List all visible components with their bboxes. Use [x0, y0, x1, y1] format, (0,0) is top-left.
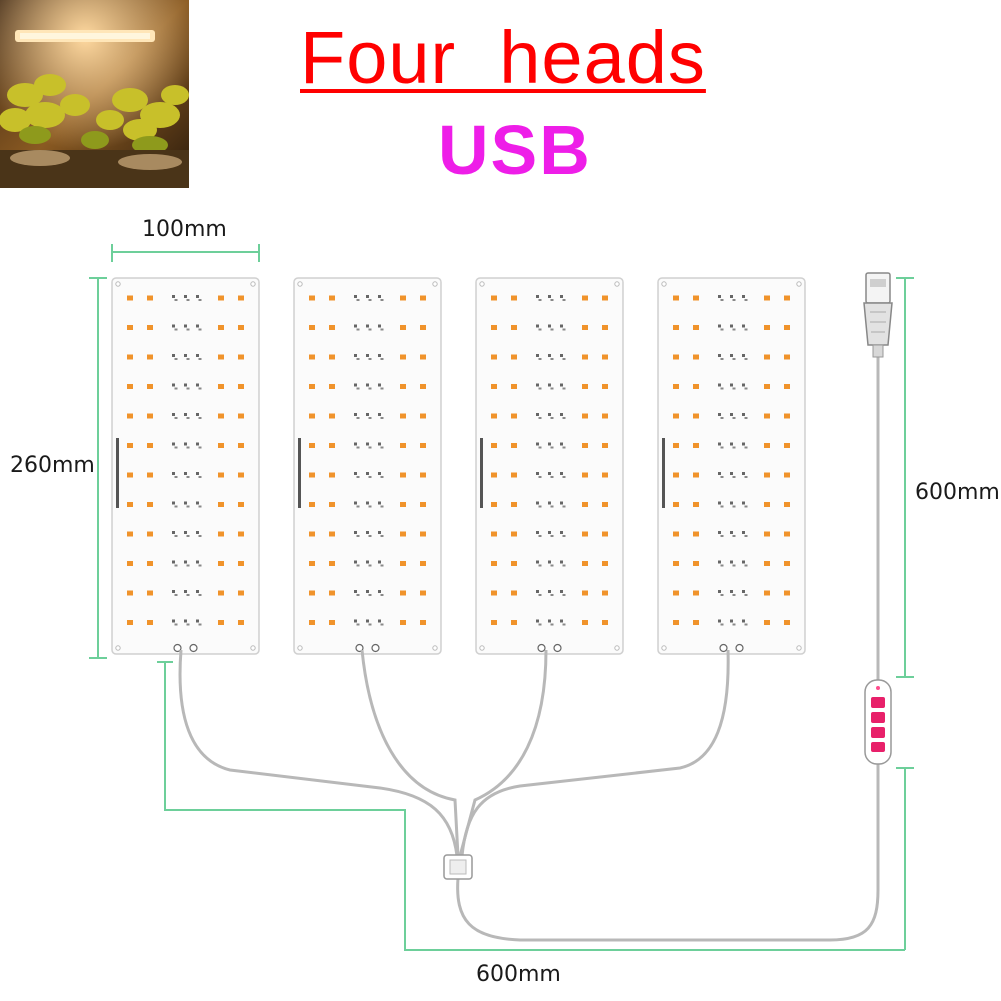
- led-panel-4: [657, 277, 806, 655]
- cable-splitter-icon: [443, 854, 473, 880]
- usb-plug-icon: [863, 272, 893, 358]
- page-title: Four heads: [300, 16, 706, 99]
- height-label: 260mm: [10, 453, 95, 478]
- page-subtitle: USB: [438, 111, 592, 189]
- width-label: 100mm: [142, 217, 227, 242]
- plant-grow-light-photo: [0, 0, 189, 188]
- cable-panel-2: [360, 649, 460, 857]
- led-panel-1: [111, 277, 260, 655]
- cable-panel-1: [178, 649, 459, 857]
- cable-to-switch: [456, 762, 880, 942]
- cable-panel-3: [458, 649, 548, 857]
- inline-switch-icon: [864, 679, 892, 765]
- cable-length-label: 600mm: [915, 480, 1000, 505]
- cable-panel-4: [460, 649, 730, 857]
- led-panel-3: [475, 277, 624, 655]
- led-panels: [111, 277, 806, 655]
- cables: [178, 355, 880, 942]
- dimension-lines: [89, 244, 914, 951]
- total-length-dimension-line: [164, 662, 905, 951]
- total-width-label: 600mm: [476, 962, 561, 987]
- led-panel-2: [293, 277, 442, 655]
